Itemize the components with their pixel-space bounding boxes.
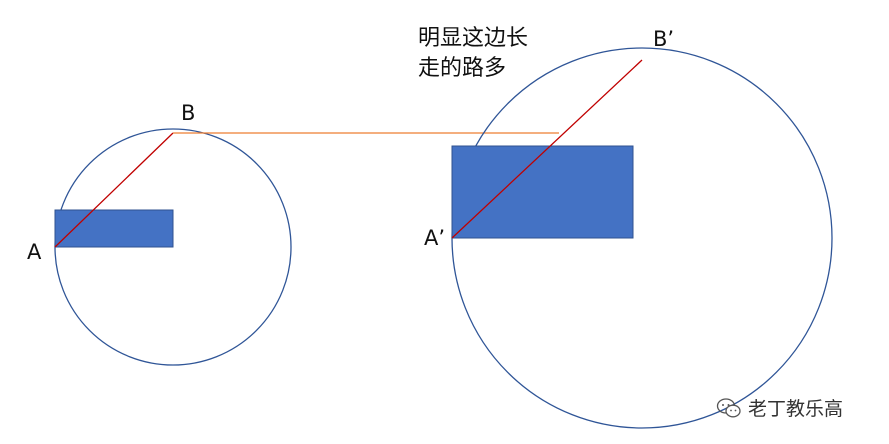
annotation-line-2: 走的路多 [418,56,507,81]
wechat-icon [716,397,741,417]
watermark: 老丁教乐高 [716,394,843,421]
small-rectangle [54,209,174,248]
big-radius-line-A-B [451,59,643,239]
label-A: A [27,240,42,264]
big-rectangle [451,145,634,239]
small-radius-line-A-B [54,132,174,248]
label-A-prime: A’ [424,226,446,250]
label-B-prime: B’ [653,27,675,51]
watermark-text: 老丁教乐高 [748,398,844,420]
annotation-text: 明显这边长 走的路多 [418,24,528,84]
annotation-line-1: 明显这边长 [418,26,529,51]
label-B: B [181,101,196,125]
